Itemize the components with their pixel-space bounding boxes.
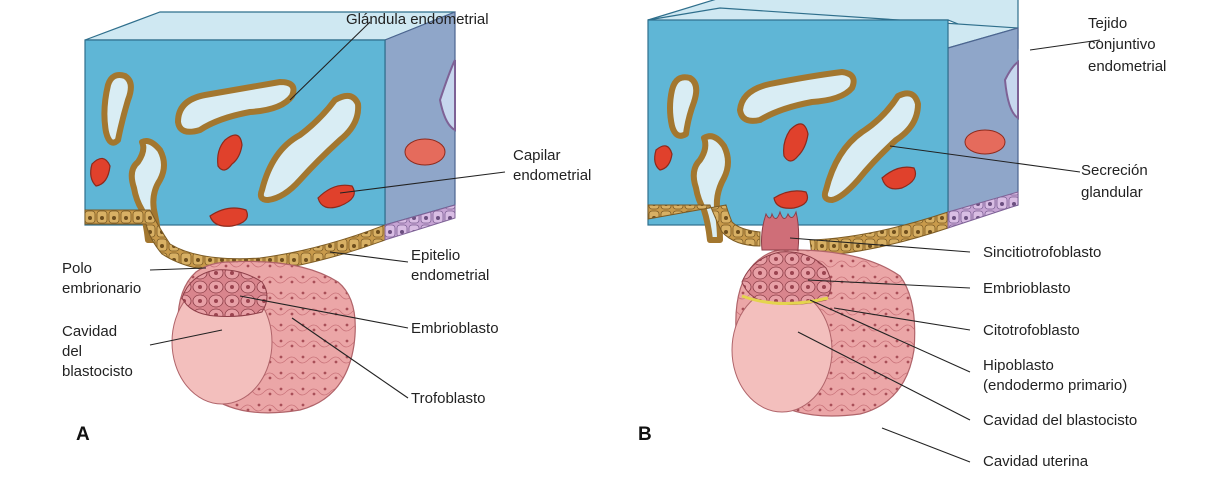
panel-letter-a: A: [76, 424, 90, 445]
leader-capilar: [339, 171, 506, 194]
blastocyst-cavity: [731, 287, 833, 413]
label-embrioblasto-b: Embrioblasto: [983, 280, 1071, 297]
labels: Glándula endometrial Capilar endometrial…: [62, 11, 1166, 470]
leader-secrecion: [889, 145, 1081, 173]
label-cavidad-uterina: Cavidad uterina: [983, 453, 1089, 470]
label-hipoblasto: Hipoblasto (endodermo primario): [983, 357, 1127, 394]
endometrial-capillary: [881, 166, 917, 190]
endometrial-capillary: [317, 184, 355, 209]
leader-cavidad-uterina: [881, 427, 971, 463]
label-polo-embrionario: Polo embrionario: [62, 260, 141, 297]
syncytiotrophoblast: [761, 210, 800, 251]
blastocyst-a: [171, 260, 356, 414]
leader-polo: [149, 267, 207, 271]
label-capilar-endometrial: Capilar endometrial: [513, 147, 591, 184]
epithelium-side: [947, 191, 1019, 229]
endometrial-capillary: [90, 157, 111, 187]
epithelium-strip: [647, 204, 761, 247]
leader-hipoblasto: [809, 299, 971, 373]
capillary-side: [964, 129, 1006, 155]
leader-epitelio: [329, 251, 409, 263]
endometrial-capillary: [209, 207, 248, 227]
endometrial-gland: [690, 133, 731, 243]
leader-tejido: [1029, 39, 1101, 51]
label-tejido-conjuntivo: Tejido conjuntivo endometrial: [1088, 15, 1166, 75]
label-cavidad-blastocisto-a: Cavidad del blastocisto: [62, 323, 133, 380]
embryoblast: [181, 269, 268, 317]
endometrial-capillary: [773, 190, 809, 209]
leader-cavidad-a: [149, 329, 223, 346]
panel-b: [647, 0, 1019, 417]
label-cavidad-blastocisto-b: Cavidad del blastocisto: [983, 412, 1137, 429]
leader-citotrofoblasto: [833, 307, 971, 331]
leader-embrioblasto-a: [239, 295, 409, 329]
endometrial-gland: [101, 72, 134, 146]
endometrial-gland: [737, 69, 857, 124]
endometrial-capillary: [217, 134, 243, 171]
label-citotrofoblasto: Citotrofoblasto: [983, 322, 1080, 339]
leader-embrioblasto-b: [807, 279, 971, 289]
label-glandula-endometrial: Glándula endometrial: [346, 11, 489, 28]
label-embrioblasto-a: Embrioblasto: [411, 320, 499, 337]
leader-trofoblasto: [291, 317, 409, 399]
label-trofoblasto: Trofoblasto: [411, 390, 485, 407]
epithelium-side: [384, 204, 456, 241]
hypoblast-layer: [741, 294, 829, 305]
panel-letter-b: B: [638, 424, 652, 445]
endometrial-capillary: [654, 145, 673, 171]
label-epitelio-endometrial: Epitelio endometrial: [411, 247, 489, 284]
endometrial-capillary: [783, 123, 809, 162]
endometrial-gland: [821, 90, 921, 203]
panel-a: [84, 11, 456, 414]
leader-sincitio: [789, 237, 971, 253]
endometrial-gland: [667, 74, 700, 139]
endometrial-gland: [175, 79, 297, 135]
label-sincitiotrofoblasto: Sincitiotrofoblasto: [983, 244, 1101, 261]
leader-lines: [149, 21, 1101, 463]
gland-side: [1003, 60, 1019, 120]
endometrial-gland: [257, 92, 362, 203]
blastocyst-b: [731, 210, 916, 417]
gland-side: [438, 59, 456, 132]
capillary-side: [404, 138, 446, 166]
leader-cavidad-b: [797, 331, 971, 421]
leader-glandula: [289, 21, 371, 101]
label-secrecion-glandular: Secreción glandular: [1081, 162, 1152, 201]
